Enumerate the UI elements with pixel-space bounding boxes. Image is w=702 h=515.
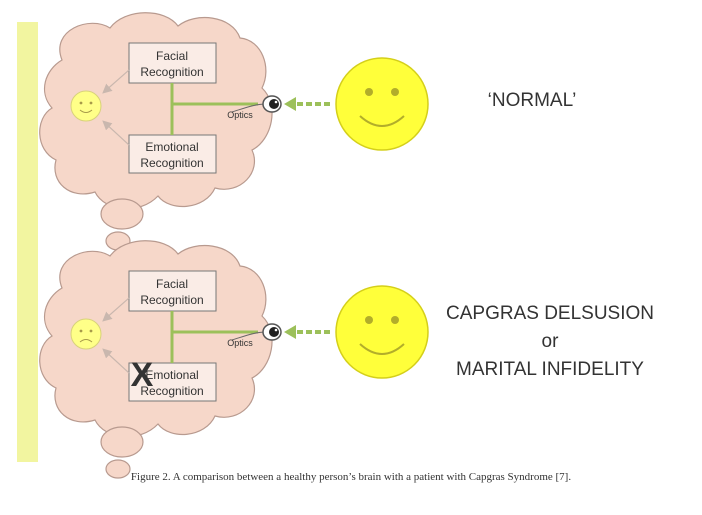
optics-label: Optics: [227, 110, 253, 120]
emotional-label-line2: Recognition: [140, 156, 203, 170]
side-label-normal: ‘NORMAL’: [488, 90, 577, 111]
facial-label-line1: Facial: [156, 277, 188, 291]
side-label-line-2: or: [542, 331, 560, 352]
thought-bubble-medium: [100, 198, 144, 230]
emotional-label-line1: Emotional: [145, 140, 198, 154]
panel-normal: FacialRecognitionEmotionalRecognitionOpt…: [39, 12, 577, 251]
emotional-label-line2: Recognition: [140, 384, 203, 398]
blocked-red-x: X: [131, 356, 154, 394]
inner-face-eye-right: [89, 329, 93, 333]
figure-caption: Figure 2. A comparison between a healthy…: [130, 471, 572, 483]
optics-label: Optics: [227, 338, 253, 348]
inner-face-smile: [79, 109, 93, 113]
panel-capgras: FacialRecognitionEmotionalRecognitionOpt…: [39, 240, 654, 479]
inner-face-frown: [79, 339, 93, 343]
green-arrowhead: [284, 97, 296, 111]
eye-pupil: [269, 99, 279, 109]
facial-label-line2: Recognition: [140, 293, 203, 307]
big-smiley-face: [335, 285, 429, 379]
arrow-facial-to-face: [102, 297, 130, 322]
facial-recognition-box: [128, 42, 217, 84]
eye-highlight: [274, 100, 278, 104]
facial-label-line1: Facial: [156, 49, 188, 63]
thought-bubble-medium: [100, 426, 144, 458]
inner-face-eye-left: [79, 101, 83, 105]
inner-face-eye-left: [79, 329, 83, 333]
eye-pupil: [269, 327, 279, 337]
arrow-facial-to-face: [102, 69, 130, 94]
inner-face-eye-right: [89, 101, 93, 105]
big-face-smile: [359, 343, 405, 355]
arrow-emotional-to-face: [102, 120, 130, 146]
facial-recognition-box: [128, 270, 217, 312]
eye-highlight: [274, 328, 278, 332]
side-highlight-bar: [17, 22, 38, 462]
big-face-eye-left: [365, 88, 373, 96]
facial-label-line2: Recognition: [140, 65, 203, 79]
side-label-line-1: CAPGRAS DELSUSION: [446, 303, 654, 324]
big-smiley-face: [335, 57, 429, 151]
big-face-eye-right: [391, 88, 399, 96]
side-label-line-3: MARITAL INFIDELITY: [456, 359, 644, 380]
big-face-eye-left: [365, 316, 373, 324]
inner-face-icon: [70, 318, 102, 350]
thought-bubble-small: [105, 459, 131, 479]
arrow-emotional-to-face: [102, 348, 130, 374]
big-face-eye-right: [391, 316, 399, 324]
inner-face-icon: [70, 90, 102, 122]
big-face-smile: [359, 115, 405, 127]
green-arrowhead: [284, 325, 296, 339]
emotional-label-line1: Emotional: [145, 368, 198, 382]
